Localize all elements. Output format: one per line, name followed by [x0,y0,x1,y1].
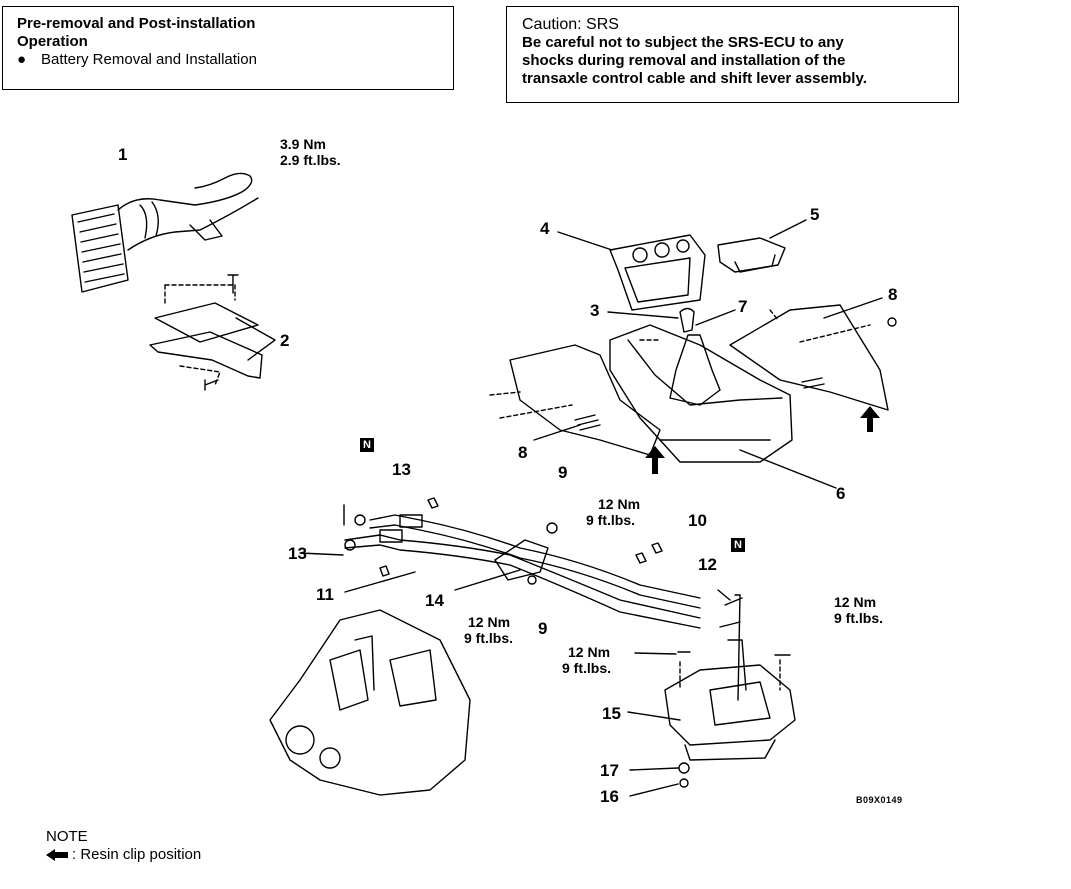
label-16: 16 [600,787,619,806]
note-legend: NOTE : Resin clip position [46,828,201,864]
resin-clip-arrows [645,406,880,474]
label-8-right: 8 [888,285,898,304]
torque-5-ft: 9 ft.lbs. [834,610,884,626]
label-2: 2 [280,331,290,350]
caution-box: Caution: SRS Be careful not to subject t… [506,6,959,103]
caution-line1: Be careful not to subject the SRS-ECU to… [522,34,844,51]
resin-clip-arrow-icon [46,849,68,861]
label-15: 15 [602,704,621,723]
torque-5-nm: 12 Nm [834,594,877,610]
torque-2-nm: 12 Nm [598,496,641,512]
label-10: 10 [688,511,707,530]
pre-removal-title-line2: Operation [17,33,88,50]
label-9-bottom: 9 [538,619,548,638]
bullet-icon: ● [17,51,27,68]
caution-line2: shocks during removal and installation o… [522,52,846,69]
label-7: 7 [738,297,748,316]
note-text: : Resin clip position [72,846,202,863]
pre-removal-item-text: Battery Removal and Installation [41,51,257,68]
label-1: 1 [118,145,128,164]
shift-boot-part-7 [669,309,736,406]
label-5: 5 [810,205,820,224]
pre-removal-item: ● Battery Removal and Installation [17,51,439,69]
label-17: 17 [600,761,619,780]
torque-3-ft: 9 ft.lbs. [464,630,514,646]
torque-4-ft: 9 ft.lbs. [562,660,612,676]
torque-2-ft: 9 ft.lbs. [586,512,636,528]
torque-spec-3: 12 Nm 9 ft.lbs. [464,614,513,646]
bezel-part-4 [557,231,706,311]
label-11: 11 [316,585,334,604]
air-duct-part-1 [71,172,259,293]
pre-removal-title-line1: Pre-removal and Post-installation [17,15,256,32]
torque-3-nm: 12 Nm [468,614,511,630]
torque-1-ft: 2.9 ft.lbs. [280,152,341,168]
side-cover-right-part-8 [729,297,897,411]
note-title: NOTE [46,828,88,845]
transaxle [269,609,471,796]
label-13-top: 13 [392,460,411,479]
pre-removal-box: Pre-removal and Post-installation Operat… [2,6,454,90]
caution-title: Caution: SRS [522,16,619,33]
torque-4-nm: 12 Nm [568,644,611,660]
label-13-bottom: 13 [288,544,307,563]
side-cover-left-part-8 [489,339,661,456]
label-12: 12 [698,555,717,574]
label-14: 14 [425,591,444,610]
note-row: : Resin clip position [46,846,201,864]
torque-spec-4: 12 Nm 9 ft.lbs. [562,644,611,676]
control-cables [299,497,743,629]
reference-code: B09X0149 [856,795,903,805]
label-6: 6 [836,484,846,503]
label-8-left: 8 [518,443,528,462]
torque-1-nm: 3.9 Nm [280,136,326,152]
bracket-part-2 [149,274,276,391]
console-part-6 [609,324,837,489]
torque-spec-2: 12 Nm 9 ft.lbs. [586,496,641,528]
shift-knob-part-3 [607,307,695,333]
shift-lever-assembly-part-15 [627,594,796,797]
label-4: 4 [540,219,550,238]
n-badge-right: N [731,538,745,552]
pocket-part-5 [717,219,807,273]
caution-line3: transaxle control cable and shift lever … [522,70,867,87]
label-3: 3 [590,301,600,320]
label-9-top: 9 [558,463,568,482]
torque-spec-5: 12 Nm 9 ft.lbs. [834,594,883,626]
torque-spec-1: 3.9 Nm 2.9 ft.lbs. [280,136,341,168]
n-badge-left: N [360,438,374,452]
